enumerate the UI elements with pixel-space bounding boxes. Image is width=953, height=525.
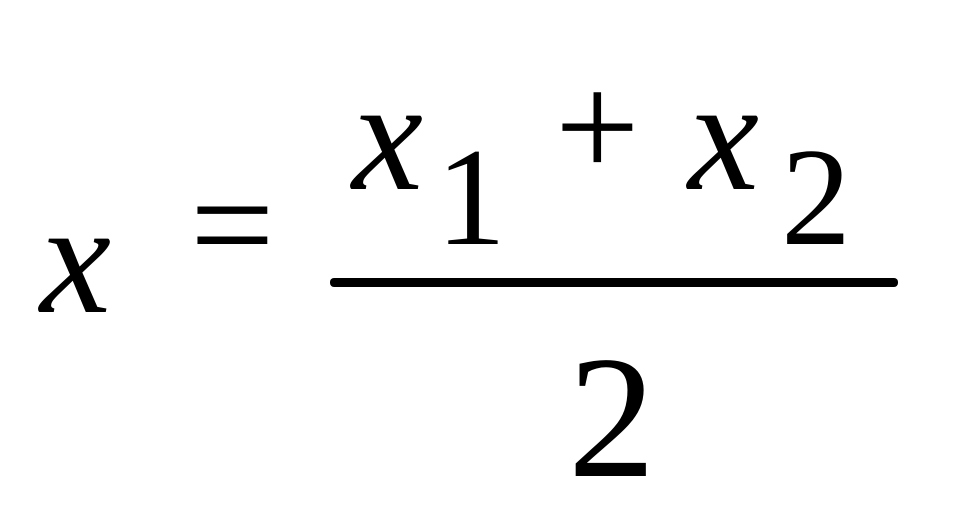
fraction-bar bbox=[330, 278, 898, 287]
numerator-term2-base: x bbox=[688, 46, 760, 224]
lhs-variable: x bbox=[40, 169, 112, 347]
numerator-term2-subscript: 2 bbox=[781, 120, 851, 275]
numerator-term1-subscript: 1 bbox=[436, 120, 506, 275]
denominator: 2 bbox=[568, 320, 656, 514]
plus-sign: + bbox=[555, 44, 640, 210]
numerator-term1-base: x bbox=[352, 46, 424, 224]
equals-sign: = bbox=[190, 142, 275, 308]
